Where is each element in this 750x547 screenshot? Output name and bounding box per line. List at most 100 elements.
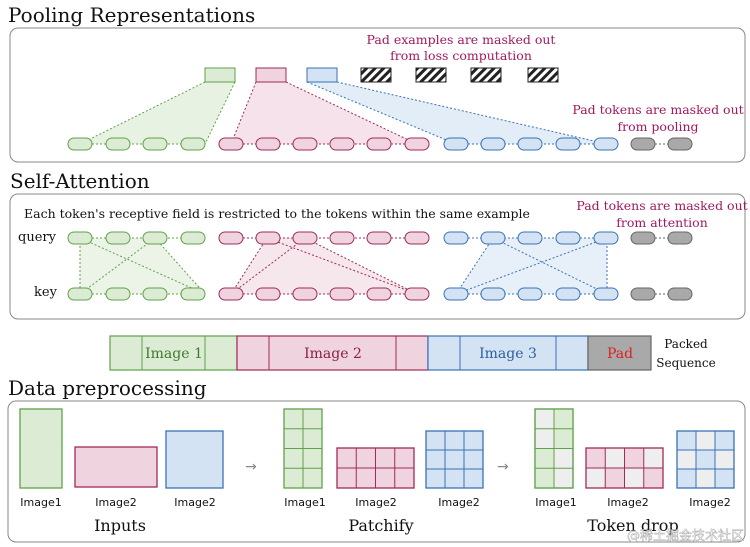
token	[555, 287, 581, 301]
token	[218, 287, 244, 301]
token	[180, 287, 206, 301]
pooling-panel	[9, 27, 746, 163]
pooling-title: Pooling Representations	[8, 3, 255, 27]
packed-label-image3: Image 3	[479, 346, 537, 362]
input-image1	[19, 408, 63, 489]
pad-example-2	[415, 67, 447, 83]
token	[292, 231, 318, 245]
tokendrop-image1	[534, 408, 574, 489]
input-image3	[165, 430, 224, 489]
token	[67, 287, 93, 301]
token	[142, 287, 168, 301]
patchify-image3	[425, 430, 484, 489]
token	[292, 287, 318, 301]
token	[105, 231, 131, 245]
attention-connections	[79, 237, 608, 295]
image-label: Image2	[174, 496, 215, 509]
packed-sequence-label-line1: Packed	[664, 337, 708, 351]
pad-token	[630, 231, 656, 245]
token	[180, 137, 206, 151]
image-label: Image1	[20, 496, 61, 509]
packed-label-image1: Image 1	[145, 346, 203, 362]
pad-example-3	[470, 67, 502, 83]
token	[404, 231, 430, 245]
pooled-output-image1	[204, 67, 236, 83]
token	[517, 287, 543, 301]
attention-caption: Each token's receptive field is restrict…	[24, 206, 530, 221]
stage-label-patchify: Patchify	[348, 516, 413, 535]
token	[255, 231, 281, 245]
input-image2	[74, 446, 158, 488]
token	[555, 231, 581, 245]
token	[593, 287, 619, 301]
preprocessing-title: Data preprocessing	[8, 376, 207, 400]
token	[555, 137, 581, 151]
image-label: Image2	[438, 496, 479, 509]
patchify-image1	[283, 408, 323, 489]
token	[366, 287, 392, 301]
query-label: query	[18, 230, 57, 245]
token	[329, 137, 355, 151]
token	[480, 231, 506, 245]
token	[404, 287, 430, 301]
pad-token	[667, 137, 693, 151]
attention-note-line1: Pad tokens are masked out	[576, 198, 747, 213]
attention-title: Self-Attention	[10, 169, 150, 193]
image-label: Image2	[607, 496, 648, 509]
token	[218, 231, 244, 245]
token	[443, 287, 469, 301]
key-label: key	[34, 285, 58, 300]
pad-token	[630, 287, 656, 301]
tokendrop-image2	[585, 447, 664, 489]
pooling-note-tokens-line1: Pad tokens are masked out	[572, 102, 743, 117]
token	[218, 137, 244, 151]
token	[105, 137, 131, 151]
packed-segment-image3	[427, 335, 589, 371]
arrow-icon: →	[497, 459, 509, 475]
attention-note-line2: from attention	[616, 215, 708, 230]
token	[480, 137, 506, 151]
image-label: Image1	[535, 496, 576, 509]
pooling-note-tokens-line2: from pooling	[617, 119, 698, 134]
token	[404, 137, 430, 151]
token	[593, 231, 619, 245]
image-label: Image2	[95, 496, 136, 509]
token	[67, 137, 93, 151]
query-token-row	[67, 231, 693, 245]
packed-label-image2: Image 2	[304, 346, 362, 362]
image-label: Image2	[355, 496, 396, 509]
pooling-fan-pink	[231, 82, 417, 144]
stage-label-tokendrop: Token drop	[587, 516, 678, 535]
token	[292, 137, 318, 151]
token	[67, 231, 93, 245]
attention-panel	[9, 193, 746, 320]
token	[443, 137, 469, 151]
pooled-output-image3	[306, 67, 338, 83]
token	[366, 137, 392, 151]
pooling-token-row	[67, 137, 693, 151]
patchify-image2	[336, 447, 415, 489]
image-label: Image1	[284, 496, 325, 509]
token	[443, 231, 469, 245]
pad-token	[630, 137, 656, 151]
packed-sequence-bar: Image 1 Image 2 Image 3 Pad	[109, 335, 652, 371]
token	[255, 137, 281, 151]
pooling-fan-blue	[307, 82, 607, 144]
stage-label-inputs: Inputs	[94, 516, 146, 535]
token	[593, 137, 619, 151]
pad-token	[667, 287, 693, 301]
key-token-row	[67, 287, 693, 301]
packed-sequence-label-line2: Sequence	[656, 356, 715, 370]
pooling-note-examples-line2: from loss computation	[390, 48, 532, 63]
pooling-note-examples-line1: Pad examples are masked out	[367, 32, 556, 47]
token	[180, 231, 206, 245]
token	[517, 137, 543, 151]
token	[142, 137, 168, 151]
token	[480, 287, 506, 301]
token	[255, 287, 281, 301]
token	[329, 231, 355, 245]
token	[366, 231, 392, 245]
pad-token	[667, 231, 693, 245]
packed-segment-pad	[587, 335, 652, 371]
